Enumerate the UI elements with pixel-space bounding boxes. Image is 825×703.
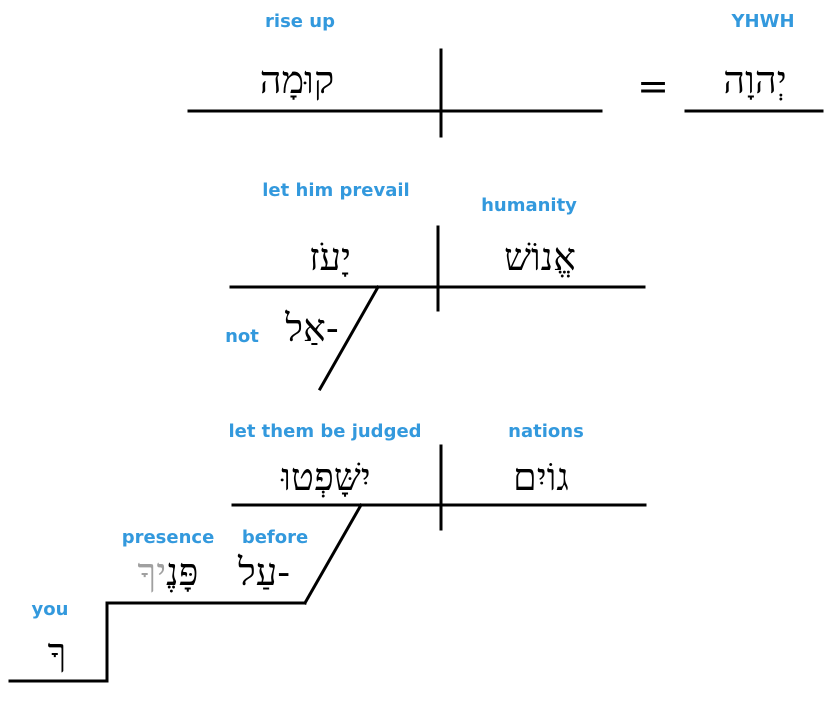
hebrew-let-him-prevail: יָעֹז: [309, 235, 351, 279]
gloss-yhwh: YHWH: [730, 11, 794, 32]
gloss-rise-up: rise up: [265, 11, 335, 32]
clause-let-him-prevail: let him prevail יָעֹז humanity אֱנוֹשׁ n…: [225, 180, 646, 392]
hebrew-humanity: אֱנוֹשׁ: [504, 235, 576, 279]
gloss-before: before: [242, 527, 308, 548]
gloss-not: not: [225, 326, 259, 347]
hebrew-let-them-be-judged: יִשָּׁפְטוּ: [280, 455, 370, 499]
hebrew-presence-suffix: יךָ: [138, 550, 167, 594]
gloss-nations: nations: [508, 421, 584, 442]
gloss-humanity: humanity: [481, 195, 577, 216]
hebrew-you: ךָ: [48, 630, 67, 674]
gloss-you: you: [32, 599, 69, 620]
clause-rise-up: rise up קוּמָה = YHWH יְהוָה: [187, 11, 824, 138]
modifier-slant-not: [317, 284, 381, 392]
hebrew-before: עַל-: [237, 550, 290, 594]
equals-sign: =: [637, 64, 669, 108]
gloss-presence: presence: [122, 527, 215, 548]
gloss-let-him-prevail: let him prevail: [262, 180, 409, 201]
modifier-slant-before: [302, 502, 364, 606]
clause-let-them-be-judged: let them be judged יִשָּׁפְטוּ nations ג…: [8, 421, 647, 683]
hebrew-presence: פָּנֶיךָ: [138, 550, 199, 594]
hebrew-yhwh: יְהוָה: [723, 58, 786, 102]
hebrew-rise-up: קוּמָה: [260, 58, 334, 102]
hebrew-presence-stem: פָּנֶ: [166, 550, 198, 594]
hebrew-nations: גוֹיִם: [513, 455, 569, 499]
hebrew-not: אַל-: [284, 306, 338, 350]
gloss-let-them-be-judged: let them be judged: [228, 421, 421, 442]
